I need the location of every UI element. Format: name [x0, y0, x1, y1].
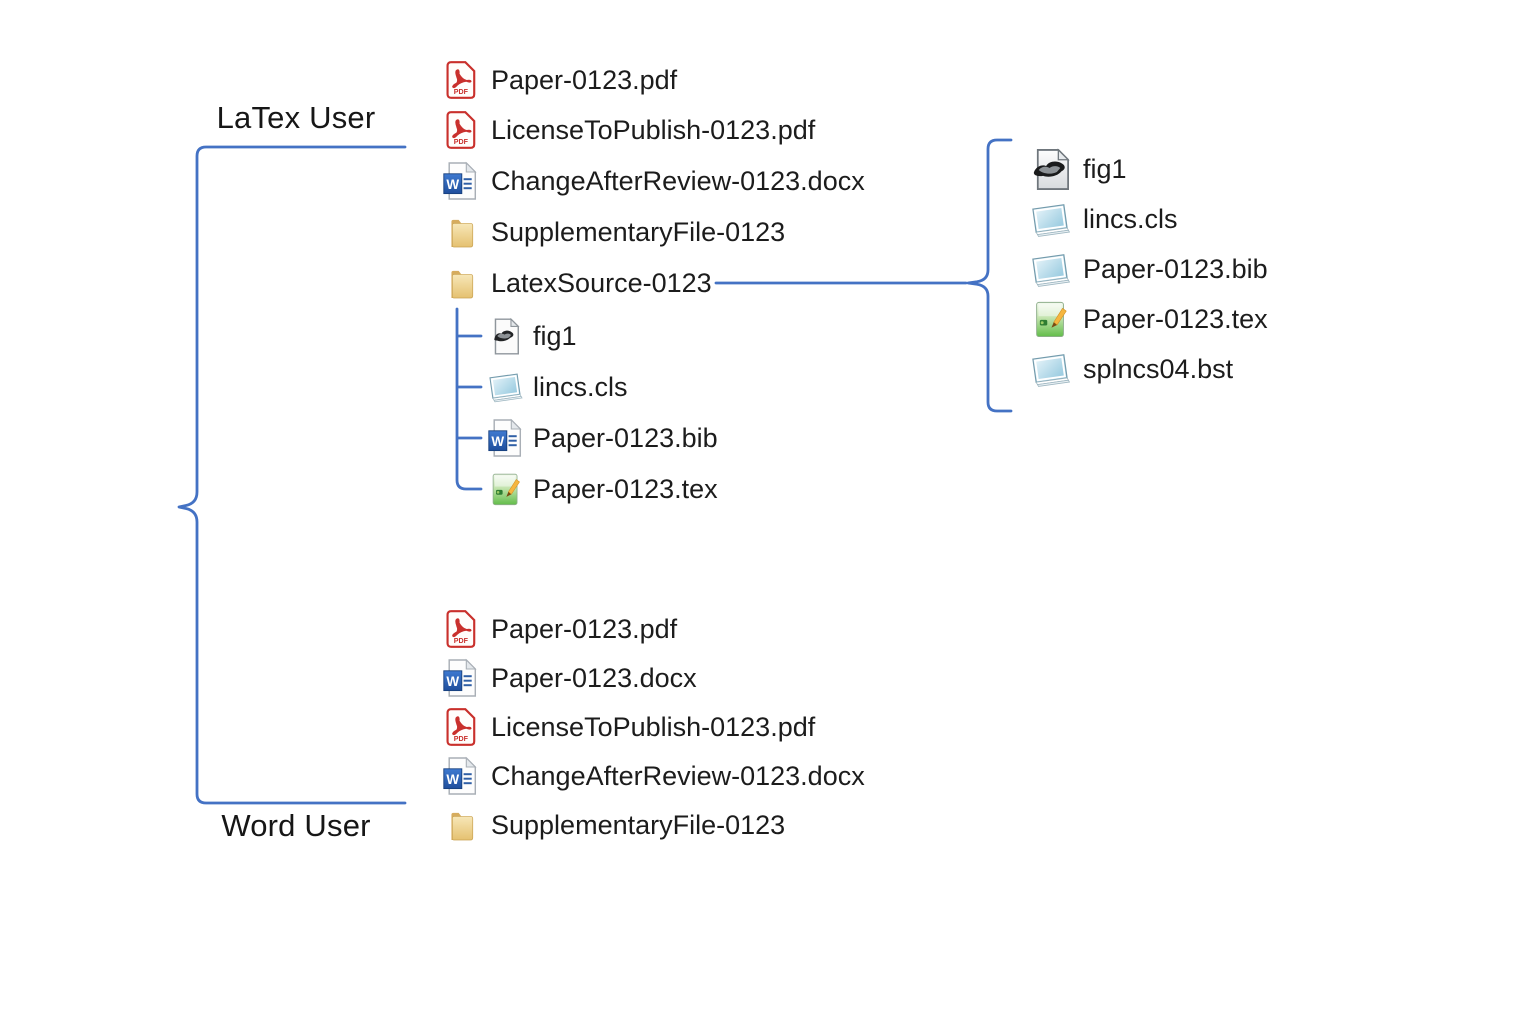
file-name: lincs.cls: [1083, 203, 1178, 234]
file-name: Paper-0123.pdf: [491, 613, 678, 644]
file-name: Paper-0123.tex: [533, 473, 718, 504]
file-name: Paper-0123.bib: [533, 422, 718, 453]
tex-file-icon: [486, 470, 524, 508]
tree-file-item: fig1: [486, 311, 577, 361]
folder-name: SupplementaryFile-0123: [491, 809, 786, 840]
file-item: SupplementaryFile-0123: [438, 800, 785, 850]
file-name: Paper-0123.tex: [1083, 303, 1268, 334]
file-name: LicenseToPublish-0123.pdf: [491, 711, 816, 742]
tree-file-item: Paper-0123.tex: [486, 464, 718, 514]
file-item: SupplementaryFile-0123: [438, 207, 785, 257]
source-file-item: fig1: [1026, 144, 1127, 194]
latex-user-label: LaTex User: [216, 100, 376, 135]
file-name: ChangeAfterReview-0123.docx: [491, 760, 865, 791]
notepad-file-icon: [1026, 249, 1074, 290]
file-item: Paper-0123.docx: [438, 653, 697, 703]
pdf-file-icon: [438, 60, 482, 100]
file-item: ChangeAfterReview-0123.docx: [438, 751, 865, 801]
image-file-icon: [486, 317, 524, 356]
folder-name: LatexSource-0123: [491, 267, 712, 298]
file-name: LicenseToPublish-0123.pdf: [491, 114, 816, 145]
tree-file-item: lincs.cls: [486, 362, 628, 412]
file-name: lincs.cls: [533, 371, 628, 402]
image-file-icon: [1026, 147, 1074, 192]
pdf-file-icon: [438, 110, 482, 150]
file-item: ChangeAfterReview-0123.docx: [438, 156, 865, 206]
folder-icon: [438, 807, 482, 844]
file-name: fig1: [533, 320, 577, 351]
file-item: Paper-0123.pdf: [438, 55, 677, 105]
source-file-item: Paper-0123.bib: [1026, 244, 1268, 294]
notepad-file-icon: [1026, 199, 1074, 240]
folder-icon: [438, 214, 482, 251]
word-file-icon: [438, 161, 482, 201]
notepad-file-icon: [486, 369, 524, 405]
folder-name: SupplementaryFile-0123: [491, 216, 786, 247]
file-item: LicenseToPublish-0123.pdf: [438, 702, 815, 752]
word-file-icon: [438, 658, 482, 698]
file-item: LatexSource-0123: [438, 258, 712, 308]
pdf-file-icon: [438, 707, 482, 747]
file-name: Paper-0123.pdf: [491, 64, 678, 95]
file-name: splncs04.bst: [1083, 353, 1234, 384]
file-name: Paper-0123.docx: [491, 662, 697, 693]
word-user-label: Word User: [221, 808, 371, 843]
tree-file-item: Paper-0123.bib: [486, 413, 718, 463]
latex-source-brace: [966, 138, 1013, 413]
source-file-item: splncs04.bst: [1026, 344, 1233, 394]
file-name: ChangeAfterReview-0123.docx: [491, 165, 865, 196]
source-file-item: Paper-0123.tex: [1026, 294, 1268, 344]
file-item: Paper-0123.pdf: [438, 604, 677, 654]
word-file-icon: [486, 418, 524, 458]
pdf-file-icon: [438, 609, 482, 649]
file-name: Paper-0123.bib: [1083, 253, 1268, 284]
file-item: LicenseToPublish-0123.pdf: [438, 105, 815, 155]
notepad-file-icon: [1026, 349, 1074, 390]
file-name: fig1: [1083, 153, 1127, 184]
folder-icon: [438, 265, 482, 302]
source-file-item: lincs.cls: [1026, 194, 1178, 244]
latex-source-tree-lines: [455, 307, 483, 491]
users-brace: [177, 145, 407, 805]
tex-file-icon: [1026, 298, 1074, 340]
word-file-icon: [438, 756, 482, 796]
